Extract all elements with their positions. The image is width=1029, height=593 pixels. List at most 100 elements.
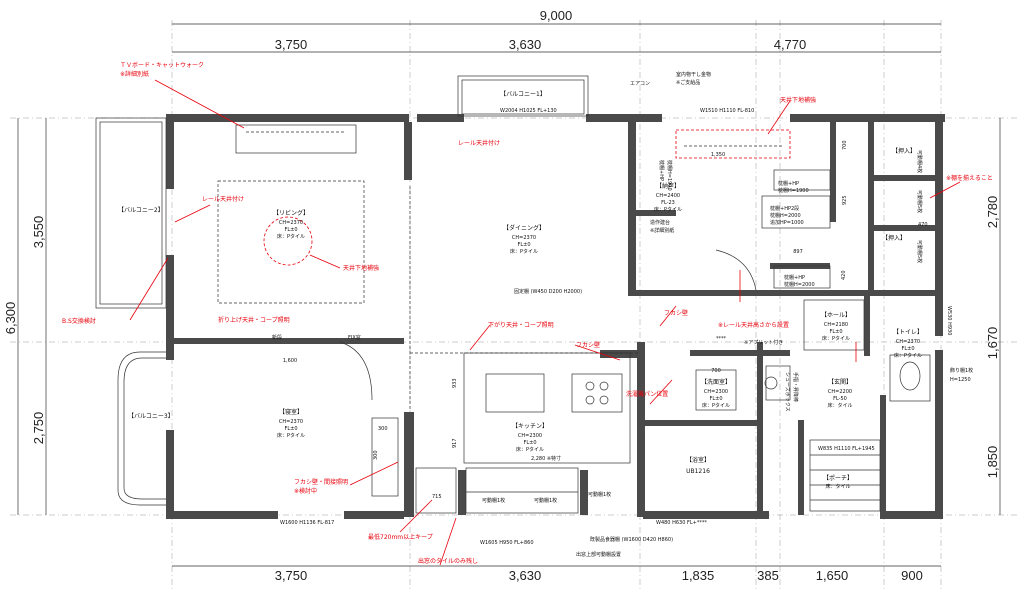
dim-bottom-1: 3,750 (275, 568, 308, 583)
note-rail-living: レール天井付け (202, 195, 244, 203)
note-fukashi-detail: ※検討中 (294, 487, 317, 495)
label-rooms-dining-ch: CH=2370 (512, 235, 536, 241)
room-storage-name: 【納戸】 (656, 182, 680, 190)
note-shelf-align: ※棚を揃えること (946, 174, 993, 182)
room-bedroom: 【寝室】 CH=2370 FL±0 床：Pタイル (277, 408, 305, 439)
dim-715: 715 (432, 494, 442, 500)
room-hall-name: 【ホール】 (821, 312, 851, 319)
label-rooms-bath-model: UB1216 (686, 468, 710, 475)
interior-details (217, 124, 931, 514)
fixture-notes: エアコン 室内物干し金物 ※ご支給品 造作建台 ※詳細別紙 固定棚 (W450 … (272, 71, 973, 558)
label-rooms-toilet-ch: CH=2370 (896, 339, 920, 345)
dim-897: 897 (793, 249, 803, 255)
note-door: 飾り棚1枚 (950, 367, 973, 374)
note-balcony-change: B.S交換検討 (62, 317, 96, 325)
note-mov-closet: 可動棚4枚 (916, 150, 923, 173)
note-mov-closet-2: 可動棚5枚 (916, 190, 923, 213)
note-door-2: H=1250 (950, 377, 971, 383)
label-rooms-hall-fl: FL±0 (829, 329, 842, 335)
label-rooms-washroom-ch: CH=2300 (704, 389, 728, 395)
note-shelf-hp7: 追加HP=1000 (770, 219, 804, 226)
dim-2280: 2,280 ※特寸 (531, 455, 561, 462)
dim-300: 300 (378, 426, 388, 432)
note-tv-detail: ※詳細別紙 (120, 70, 149, 78)
note-mov-closet-3: 可動棚5枚 (916, 240, 923, 263)
note-dish-dryer: 既製品食器棚 (W1600 D420 H860) (590, 536, 673, 543)
note-ceiling-recess-2: 天井下地補強 (780, 96, 816, 104)
dim-top-1: 3,750 (275, 37, 308, 52)
note-drop-ceiling: 下がり天井・コープ照明 (488, 321, 554, 329)
label-rooms-living-floor: 床：Pタイル (277, 233, 305, 240)
dim-bottom-6: 900 (901, 568, 923, 583)
dim-bottom-4: 385 (757, 568, 779, 583)
label-rooms-entrance-fl: FL-50 (833, 396, 847, 402)
note-aircon: エアコン (630, 81, 650, 87)
note-upper-shelf: 出窓上部可動棚設置 (576, 551, 621, 558)
dim-917: 917 (452, 438, 458, 448)
dim-bottom-3: 1,835 (682, 568, 715, 583)
balcony-1-label: 【バルコニー1】 (500, 91, 546, 98)
balcony-3-label: 【バルコニー3】 (128, 413, 174, 420)
dim-300b: 300 (373, 450, 379, 460)
dim-1600: 1,600 (283, 358, 297, 364)
label-rooms-toilet-fl: FL±0 (901, 346, 914, 352)
label-rooms-toilet-floor: 床：Pタイル (894, 352, 922, 359)
room-kitchen: 【キッチン】 CH=2300 FL±0 床：Pタイル (512, 423, 548, 453)
dim-left-total: 6,300 (3, 302, 18, 335)
note-folding: 折り上げ天井・コープ照明 (218, 316, 290, 324)
room-bedroom-name: 【寝室】 (279, 408, 303, 416)
room-toilet-name: 【トイレ】 (893, 329, 923, 336)
dim-left-2: 2,750 (31, 412, 46, 445)
annotation-leaders (129, 79, 961, 566)
label-rooms-bedroom-floor: 床：Pタイル (277, 432, 305, 439)
note-washer: 洗濯機パン位置 (626, 390, 668, 398)
dim-bottom-2: 3,630 (509, 568, 542, 583)
note-shelf-hp8: 枕棚+HP (784, 274, 805, 281)
room-kitchen-name: 【キッチン】 (512, 423, 548, 430)
right-dimensions: 2,780 1,670 1,850 (985, 118, 1001, 515)
balconies (95, 75, 589, 506)
note-step: ※アプリット付き (744, 339, 783, 346)
dim-470: 470 (918, 222, 928, 228)
label-rooms-storage-fl: FL-23 (661, 200, 675, 206)
room-washroom-name: 【洗面室】 (701, 378, 731, 386)
label-rooms-washroom-fl: FL±0 (709, 396, 722, 402)
dim-925: 925 (842, 195, 848, 205)
room-entrance-name: 【玄関】 (828, 378, 852, 386)
label-rooms-dining-fl: FL±0 (517, 242, 530, 248)
dim-bottom-5: 1,650 (816, 568, 849, 583)
note-ceiling-recess: 天井下地補強 (343, 264, 379, 272)
label-rooms-hall-ch: CH=2180 (824, 322, 848, 328)
room-living: 【リビング】 CH=2370 FL±0 床：Pタイル (273, 209, 309, 240)
label-rooms-bedroom-ch: CH=2370 (279, 419, 303, 425)
room-hall: 【ホール】 CH=2180 FL±0 床：Pタイル (821, 312, 851, 342)
small-dimensions: 1,350 1,600 2,280 ※特寸 700 897 420 925 47… (283, 140, 928, 500)
room-bath: 【浴室】 UB1216 (686, 456, 710, 475)
room-toilet: 【トイレ】 CH=2370 FL±0 床：Pタイル (893, 329, 923, 359)
room-dining-name: 【ダイニング】 (503, 224, 545, 232)
room-bath-name: 【浴室】 (686, 456, 710, 464)
note-hurdle: **** (716, 336, 727, 342)
note-mov-shelf-2: 可動棚1枚 (534, 497, 557, 504)
note-fixed-shelf: 固定棚 (W450 D200 H2000) (514, 288, 582, 295)
room-dining: 【ダイニング】 CH=2370 FL±0 床：Pタイル (503, 224, 545, 255)
room-storage: 【納戸】 CH=2400 FL-23 床：Pタイル (654, 182, 682, 213)
label-rooms-entrance-floor: 床：タイル (827, 402, 852, 409)
room-closet1: 【押入】 (892, 147, 916, 155)
dim-top-3: 4,770 (774, 37, 807, 52)
room-entrance: 【玄関】 CH=2200 FL-50 床：タイル (827, 378, 852, 409)
note-new-step: 新段 (272, 334, 282, 341)
note-shelf-hp2: 枕棚H=1900 (778, 187, 809, 194)
note-mud-sink: 造作建台 (650, 219, 670, 226)
window-top: W1510 H1110 FL-810 (700, 108, 754, 114)
note-drying: 室内物干し金物 (676, 71, 711, 78)
note-rail-height: ※レール天井高さから設置 (718, 321, 789, 329)
note-shoe-box: シューズボックス (784, 372, 791, 412)
room-closet2: 【押入】 (882, 234, 906, 242)
note-mov-shelf-3: 可動棚1枚 (588, 491, 611, 498)
window-b1: W2004 H1025 FL+130 (500, 108, 557, 114)
window-bath: W480 H630 FL+**** (656, 520, 707, 526)
note-shelf-hp6: 枕棚H=2000 (770, 212, 801, 219)
label-rooms-entrance-ch: CH=2200 (828, 389, 852, 395)
